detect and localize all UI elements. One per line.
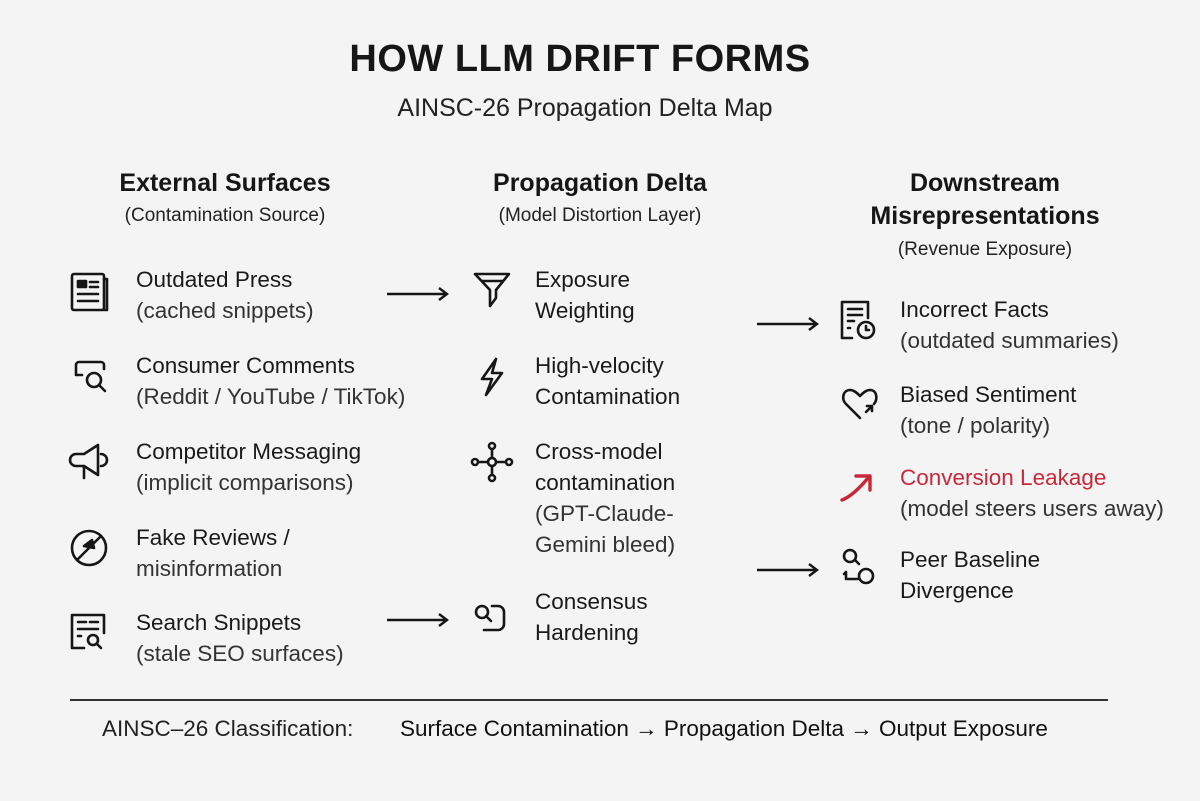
column-subheading-sources: (Contamination Source) <box>124 205 326 226</box>
document-clock-icon <box>838 298 882 342</box>
diagram-title: HOW LLM DRIFT FORMS <box>349 38 811 80</box>
column-subheading-delta: (Model Distortion Layer) <box>498 205 702 226</box>
output-item-conversion-leakage: Conversion Leakage(model steers users aw… <box>900 465 1164 521</box>
arrow-right-icon <box>385 286 451 307</box>
comment-search-icon <box>68 355 112 399</box>
source-item: Outdated Press(cached snippets) <box>136 267 314 323</box>
column-heading-outputs-2: Misrepresentations <box>870 202 1100 230</box>
arrow-right-icon <box>755 316 821 337</box>
trend-arrow-icon <box>838 468 882 512</box>
source-item: Competitor Messaging(implicit comparison… <box>136 439 362 495</box>
heart-arrow-icon <box>838 382 882 426</box>
prohibited-icon <box>68 526 112 570</box>
column-heading-outputs-1: Downstream <box>909 169 1061 197</box>
lightning-icon <box>470 355 514 399</box>
network-icon <box>470 440 514 484</box>
source-item: Fake Reviews /misinformation <box>136 525 290 581</box>
output-item: Biased Sentiment(tone / polarity) <box>900 382 1077 438</box>
column-heading-sources: External Surfaces <box>119 169 331 197</box>
column-subheading-outputs: (Revenue Exposure) <box>897 239 1073 260</box>
diagram-subtitle: AINSC-26 Propagation Delta Map <box>397 94 773 122</box>
footer-label: AINSC–26 Classification: <box>102 716 354 741</box>
source-item: Consumer Comments(Reddit / YouTube / Tik… <box>136 353 406 409</box>
arrow-right-icon <box>385 612 451 633</box>
document-search-icon <box>68 610 112 654</box>
megaphone-icon <box>68 440 112 484</box>
arrow-right-icon <box>755 562 821 583</box>
circles-swap-icon <box>838 544 882 588</box>
source-item: Search Snippets(stale SEO surfaces) <box>136 610 344 666</box>
divider <box>70 699 1108 701</box>
output-item: Incorrect Facts(outdated summaries) <box>900 297 1119 353</box>
column-heading-delta: Propagation Delta <box>493 169 707 197</box>
loop-search-icon <box>470 598 514 642</box>
newspaper-icon <box>68 270 112 314</box>
footer-flow: Surface Contamination → Propagation Delt… <box>400 716 1048 741</box>
funnel-icon <box>470 268 514 312</box>
